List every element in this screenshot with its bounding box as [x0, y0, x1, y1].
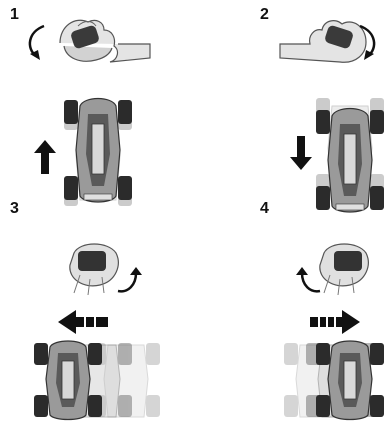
step-3-panel	[0, 205, 192, 418]
curved-arrow-icon	[22, 22, 52, 62]
car-icon	[316, 339, 384, 421]
step-4-panel	[192, 205, 384, 418]
direction-arrow-icon	[290, 136, 312, 170]
car-icon	[34, 339, 102, 421]
step-1-panel	[0, 0, 192, 205]
direction-arrow-icon	[58, 310, 108, 334]
curved-arrow-icon	[352, 22, 382, 62]
direction-arrow-icon	[310, 310, 360, 334]
curved-arrow-icon	[114, 267, 142, 297]
car-icon	[64, 94, 132, 206]
curved-arrow-icon	[296, 267, 324, 297]
direction-arrow-icon	[34, 140, 56, 174]
car-icon	[316, 104, 384, 216]
step-2-panel	[192, 0, 384, 205]
